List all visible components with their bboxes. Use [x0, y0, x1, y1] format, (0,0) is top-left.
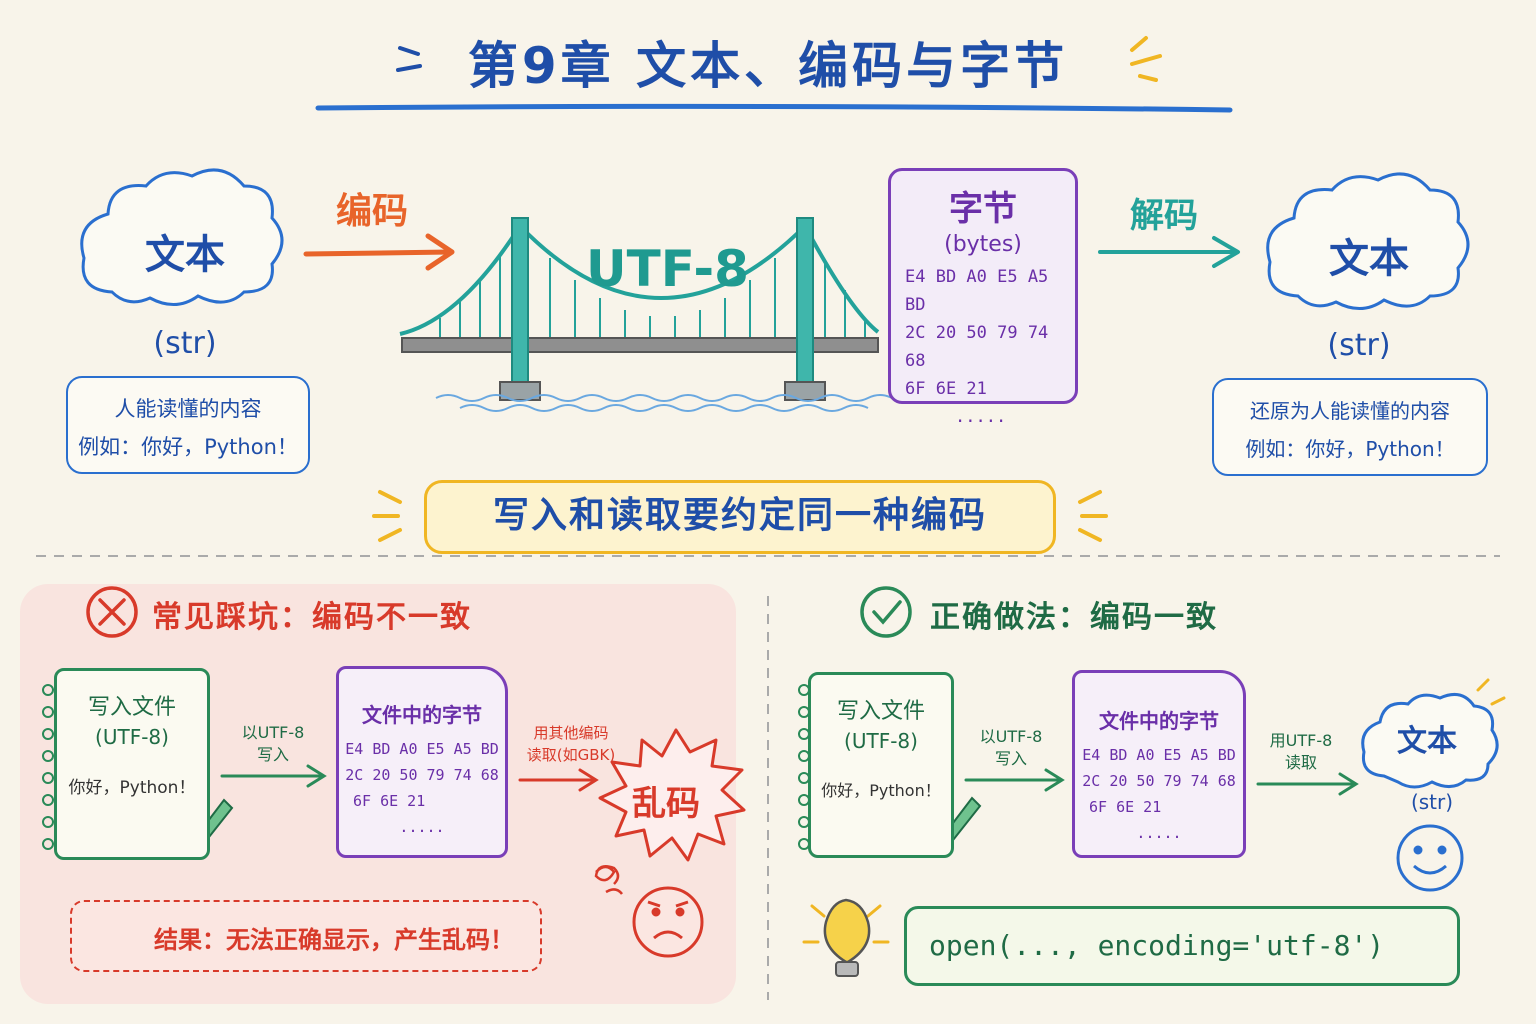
notebook-title: 写入文件 [87, 695, 176, 720]
right-cloud-label: 文本 [1329, 236, 1409, 282]
write-label-left: 以UTF-8 写入 [241, 723, 305, 764]
bytes-line: ..... [955, 407, 1007, 427]
title-underline [315, 103, 1233, 113]
notebook-sub: (UTF-8) [95, 725, 169, 749]
banner: 写入和读取要约定同一种编码 [424, 480, 1056, 554]
doc-line: 6F 6E 21 [1089, 798, 1162, 816]
bytes-line: 2C 20 50 79 74 68 [905, 323, 1049, 371]
banner-sparkle-right [1078, 490, 1108, 542]
bytes-line: 6F 6E 21 [905, 379, 987, 399]
result-text: 结果：无法正确显示，产生乱码！ [154, 926, 514, 954]
small-cloud-sub: (str) [1410, 790, 1454, 814]
right-heading: 正确做法：编码一致 [930, 600, 1218, 635]
result-box [70, 900, 542, 972]
lightbulb-icon [802, 898, 890, 977]
notebook-right: 写入文件 (UTF-8) 你好，Python！ [808, 672, 954, 858]
left-cloud-label: 文本 [145, 232, 225, 278]
notebook-text: 你好，Python！ [68, 778, 196, 798]
right-cloud-sub: (str) [1327, 328, 1391, 363]
garbled-label: 乱码 [632, 784, 700, 824]
notebook-title: 写入文件 [836, 699, 925, 724]
notebook-text: 你好，Python！ [821, 781, 941, 800]
doc-line: 2C 20 50 79 74 68 [345, 766, 499, 784]
write-arrow-right [964, 768, 1065, 792]
wrong-heading: 常见踩坑：编码不一致 [152, 600, 472, 635]
left-note: 人能读懂的内容 例如：你好，Python！ [66, 376, 310, 474]
small-cloud-label: 文本 [1397, 724, 1457, 759]
banner-sparkle-left [372, 490, 402, 542]
left-note-line2: 例如：你好，Python！ [78, 435, 298, 459]
bytes-line: E4 BD A0 E5 A5 BD [905, 267, 1049, 315]
decode-label: 解码 [1130, 196, 1198, 236]
read-label-wrong: 用其他编码 读取(如GBK) [526, 724, 616, 764]
right-note-line1: 还原为人能读懂的内容 [1250, 399, 1450, 423]
encode-label: 编码 [336, 191, 409, 232]
notebook-left: 写入文件 (UTF-8) 你好，Python！ [54, 668, 210, 860]
doc-line: ..... [399, 818, 445, 836]
check-icon [860, 586, 912, 638]
doc-line: E4 BD A0 E5 A5 BD [345, 740, 499, 758]
doc-line: 2C 20 50 79 74 68 [1082, 772, 1236, 790]
bytes-title: 字节 [949, 189, 1017, 229]
left-note-line1: 人能读懂的内容 [114, 397, 262, 421]
encode-arrow [303, 233, 455, 271]
read-label-right: 用UTF-8 读取 [1269, 731, 1333, 772]
doc-title: 文件中的字节 [1099, 709, 1219, 733]
doc-line: ..... [1136, 824, 1182, 842]
read-arrow-right [1256, 772, 1359, 796]
write-label-right: 以UTF-8 写入 [979, 727, 1043, 768]
bridge-label: UTF-8 [586, 240, 749, 298]
sparkle-cloud-small [1476, 678, 1506, 706]
notebook-sub: (UTF-8) [844, 729, 918, 753]
right-note-line2: 例如：你好，Python！ [1245, 437, 1455, 461]
code-snippet: open(..., encoding='utf-8') [904, 906, 1460, 986]
doc-line: E4 BD A0 E5 A5 BD [1082, 746, 1236, 764]
doc-title: 文件中的字节 [362, 703, 482, 727]
right-note: 还原为人能读懂的内容 例如：你好，Python！ [1212, 378, 1488, 476]
smiley-icon [1396, 824, 1464, 892]
bytes-box: 字节 (bytes) E4 BD A0 E5 A5 BD 2C 20 50 79… [888, 168, 1078, 427]
page-title: 第9章 文本、编码与字节 [467, 37, 1069, 95]
bytes-subtitle: (bytes) [944, 232, 1022, 257]
decode-arrow [1098, 236, 1240, 268]
doc-line: 6F 6E 21 [353, 792, 426, 810]
doc-right: 文件中的字节 E4 BD A0 E5 A5 BD 2C 20 50 79 74 … [1072, 670, 1246, 858]
doc-left: 文件中的字节 E4 BD A0 E5 A5 BD 2C 20 50 79 74 … [336, 666, 508, 858]
left-cloud-sub: (str) [153, 326, 217, 361]
